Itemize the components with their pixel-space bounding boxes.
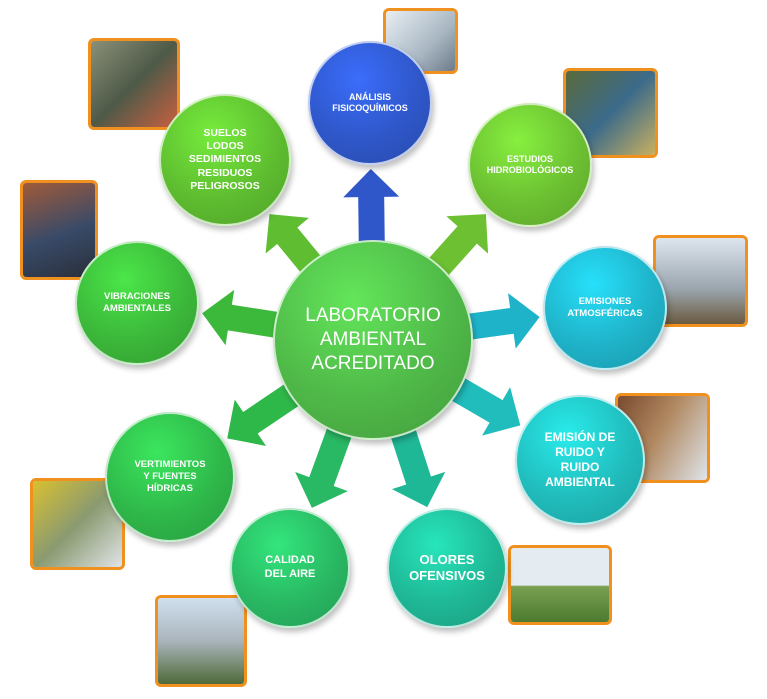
node-label: ANÁLISIS FISICOQUÍMICOS — [332, 91, 408, 113]
node-label: SUELOS LODOS SEDIMIENTOS RESIDUOS PELIGR… — [188, 127, 262, 192]
node-label: VERTIMIENTOS Y FUENTES HÍDRICAS — [134, 459, 206, 494]
node-emisiones: EMISIONES ATMOSFÉRICAS — [543, 246, 667, 370]
node-label: VIBRACIONES AMBIENTALES — [103, 291, 171, 314]
node-analisis: ANÁLISIS FISICOQUÍMICOS — [308, 41, 432, 165]
node-vertimientos: VERTIMIENTOS Y FUENTES HÍDRICAS — [105, 412, 235, 542]
node-center: LABORATORIO AMBIENTAL ACREDITADO — [273, 240, 473, 440]
arrow-to-emisiones — [455, 293, 540, 349]
arrow-to-analisis — [343, 168, 400, 256]
arrow-to-calidad — [295, 415, 357, 508]
node-label: OLORES OFENSIVOS — [409, 551, 485, 583]
node-label: ESTUDIOS HIDROBIOLÓGICOS — [486, 153, 574, 175]
arrow-to-vibraciones — [202, 289, 292, 346]
node-olores: OLORES OFENSIVOS — [387, 508, 507, 628]
node-label: EMISIÓN DE RUIDO Y RUIDO AMBIENTAL — [544, 430, 616, 489]
node-vibraciones: VIBRACIONES AMBIENTALES — [75, 241, 199, 365]
node-suelos: SUELOS LODOS SEDIMIENTOS RESIDUOS PELIGR… — [159, 94, 291, 226]
photo-soil — [88, 38, 180, 130]
node-calidad: CALIDAD DEL AIRE — [230, 508, 350, 628]
photo-air-quality — [155, 595, 247, 687]
photo-stack-emissions — [653, 235, 748, 327]
node-label: LABORATORIO AMBIENTAL ACREDITADO — [305, 305, 441, 374]
node-estudios: ESTUDIOS HIDROBIOLÓGICOS — [468, 103, 592, 227]
arrow-to-olores — [386, 416, 446, 508]
node-label: CALIDAD DEL AIRE — [264, 554, 316, 580]
photo-vibration — [20, 180, 98, 280]
node-ruido: EMISIÓN DE RUIDO Y RUIDO AMBIENTAL — [515, 395, 645, 525]
photo-odor-station — [508, 545, 612, 625]
node-label: EMISIONES ATMOSFÉRICAS — [567, 296, 643, 319]
